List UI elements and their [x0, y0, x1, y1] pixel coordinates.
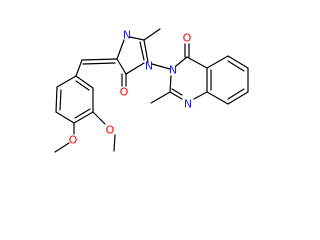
bond [125, 62, 145, 75]
bond [227, 55, 249, 69]
bond [171, 88, 183, 96]
atom-label-n: N [169, 64, 177, 77]
bond [150, 91, 171, 104]
bond [206, 55, 229, 69]
bond [55, 111, 75, 124]
bond [151, 63, 171, 70]
bond [175, 56, 188, 67]
atom-label-o: O [183, 32, 192, 45]
atom-label-group: N N N N O O O O [69, 29, 192, 147]
bond-group [54, 28, 249, 153]
atom-label-o: O [120, 86, 129, 99]
bond [227, 91, 249, 105]
bond [139, 41, 145, 61]
bond [56, 75, 77, 88]
bond [129, 36, 145, 41]
bond [75, 59, 83, 77]
bond [143, 28, 161, 41]
bond [193, 91, 208, 100]
atom-label-n: N [184, 98, 192, 111]
bond [116, 39, 125, 60]
structure-diagram: N N N N O O O O [54, 28, 249, 153]
bond [75, 80, 90, 91]
bond [54, 142, 70, 153]
bond [92, 111, 106, 125]
atom-label-n: N [123, 29, 131, 42]
bond [116, 58, 127, 75]
bond [55, 86, 58, 113]
bond [206, 91, 229, 105]
bond [186, 56, 208, 69]
bond [169, 75, 172, 93]
bond [74, 108, 91, 119]
bond [227, 88, 245, 100]
atom-label-o: O [69, 134, 78, 147]
bond [227, 60, 245, 72]
bond [169, 91, 183, 100]
bond [81, 58, 118, 61]
bond [82, 62, 116, 65]
bond [143, 39, 149, 63]
atom-label-o: O [106, 124, 115, 137]
bond [113, 134, 116, 152]
bond [59, 89, 62, 111]
bond [73, 111, 94, 124]
atom-label-n: N [145, 60, 153, 73]
bond [75, 75, 94, 89]
